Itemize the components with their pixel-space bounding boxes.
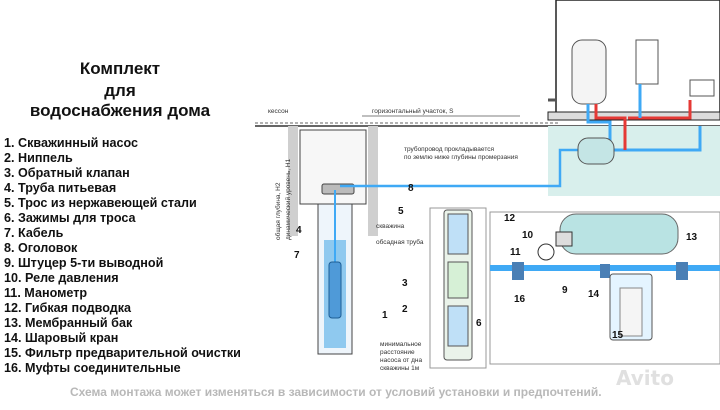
min-dist-4: скважины 1м — [380, 365, 420, 372]
well — [317, 190, 353, 355]
total-depth-label: общая глубина, H2 — [274, 182, 282, 240]
callout-11: 11 — [510, 247, 521, 258]
horizontal-label: горизонтальный участок, S — [372, 107, 454, 115]
min-dist-1: минимальное — [380, 341, 422, 348]
footer-note: Схема монтажа может изменяться в зависим… — [70, 385, 602, 399]
callout-1: 1 — [382, 310, 388, 321]
legend-item: 8. Оголовок — [4, 241, 78, 255]
callout-8: 8 — [408, 183, 414, 194]
legend-item: 16. Муфты соединительные — [4, 361, 181, 375]
callout-12: 12 — [504, 213, 516, 224]
legend-item: 12. Гибкая подводка — [4, 301, 132, 315]
callout-16: 16 — [514, 294, 526, 305]
legend-item: 15. Фильтр предварительной очистки — [4, 346, 241, 360]
casing-label: обсадная труба — [376, 238, 424, 246]
legend-list: 1. Скважинный насос 2. Ниппель 3. Обратн… — [4, 136, 241, 376]
legend-item: 4. Труба питьевая — [4, 181, 117, 195]
callout-6: 6 — [476, 318, 482, 329]
ground-surface — [255, 122, 720, 196]
title-line-3: водоснабжения дома — [29, 101, 211, 120]
pipeline-note-1: трубопровод прокладывается — [404, 145, 494, 153]
callout-9: 9 — [562, 285, 568, 296]
callout-15: 15 — [612, 330, 624, 341]
legend-item: 11. Манометр — [4, 286, 88, 300]
legend-item: 2. Ниппель — [4, 151, 73, 165]
pump-detail — [429, 207, 487, 369]
legend-item: 6. Зажимы для троса — [4, 211, 136, 225]
callout-14: 14 — [588, 289, 600, 300]
house-pipes — [548, 84, 702, 152]
legend-item: 3. Обратный клапан — [4, 166, 130, 180]
callout-10: 10 — [522, 230, 534, 241]
min-dist-3: насоса от дна — [380, 357, 422, 364]
well-label: скважина — [376, 223, 405, 230]
callout-13: 13 — [686, 232, 698, 243]
legend-item: 14. Шаровый кран — [4, 331, 119, 345]
callout-4: 4 — [296, 225, 302, 236]
title-line-1: Комплект — [79, 59, 161, 78]
legend-item: 10. Реле давления — [4, 271, 119, 285]
caisson — [288, 126, 378, 236]
callout-5: 5 — [398, 206, 404, 217]
callout-2: 2 — [402, 304, 408, 315]
legend-item: 13. Мембранный бак — [4, 316, 133, 330]
legend-item: 9. Штуцер 5-ти выводной — [4, 256, 164, 270]
callouts: 1 2 3 4 5 6 7 8 9 10 11 12 13 14 15 16 — [294, 183, 698, 341]
basement-tank — [577, 137, 615, 165]
pipeline-note-2: по землю ниже глубины промерзания — [404, 153, 518, 161]
callout-3: 3 — [402, 278, 408, 289]
dynamic-level-label: динамический уровень, H1 — [284, 158, 292, 240]
min-dist-2: расстояние — [380, 349, 415, 356]
legend-item: 5. Трос из нержавеющей стали — [4, 196, 197, 210]
avito-watermark: Avito — [616, 366, 674, 390]
title-line-2: для — [104, 81, 136, 100]
legend-item: 7. Кабель — [4, 226, 64, 240]
legend-item: 1. Скважинный насос — [4, 136, 139, 150]
caisson-label: кессон — [268, 108, 289, 115]
equipment-detail — [489, 211, 720, 365]
callout-7: 7 — [294, 250, 300, 261]
